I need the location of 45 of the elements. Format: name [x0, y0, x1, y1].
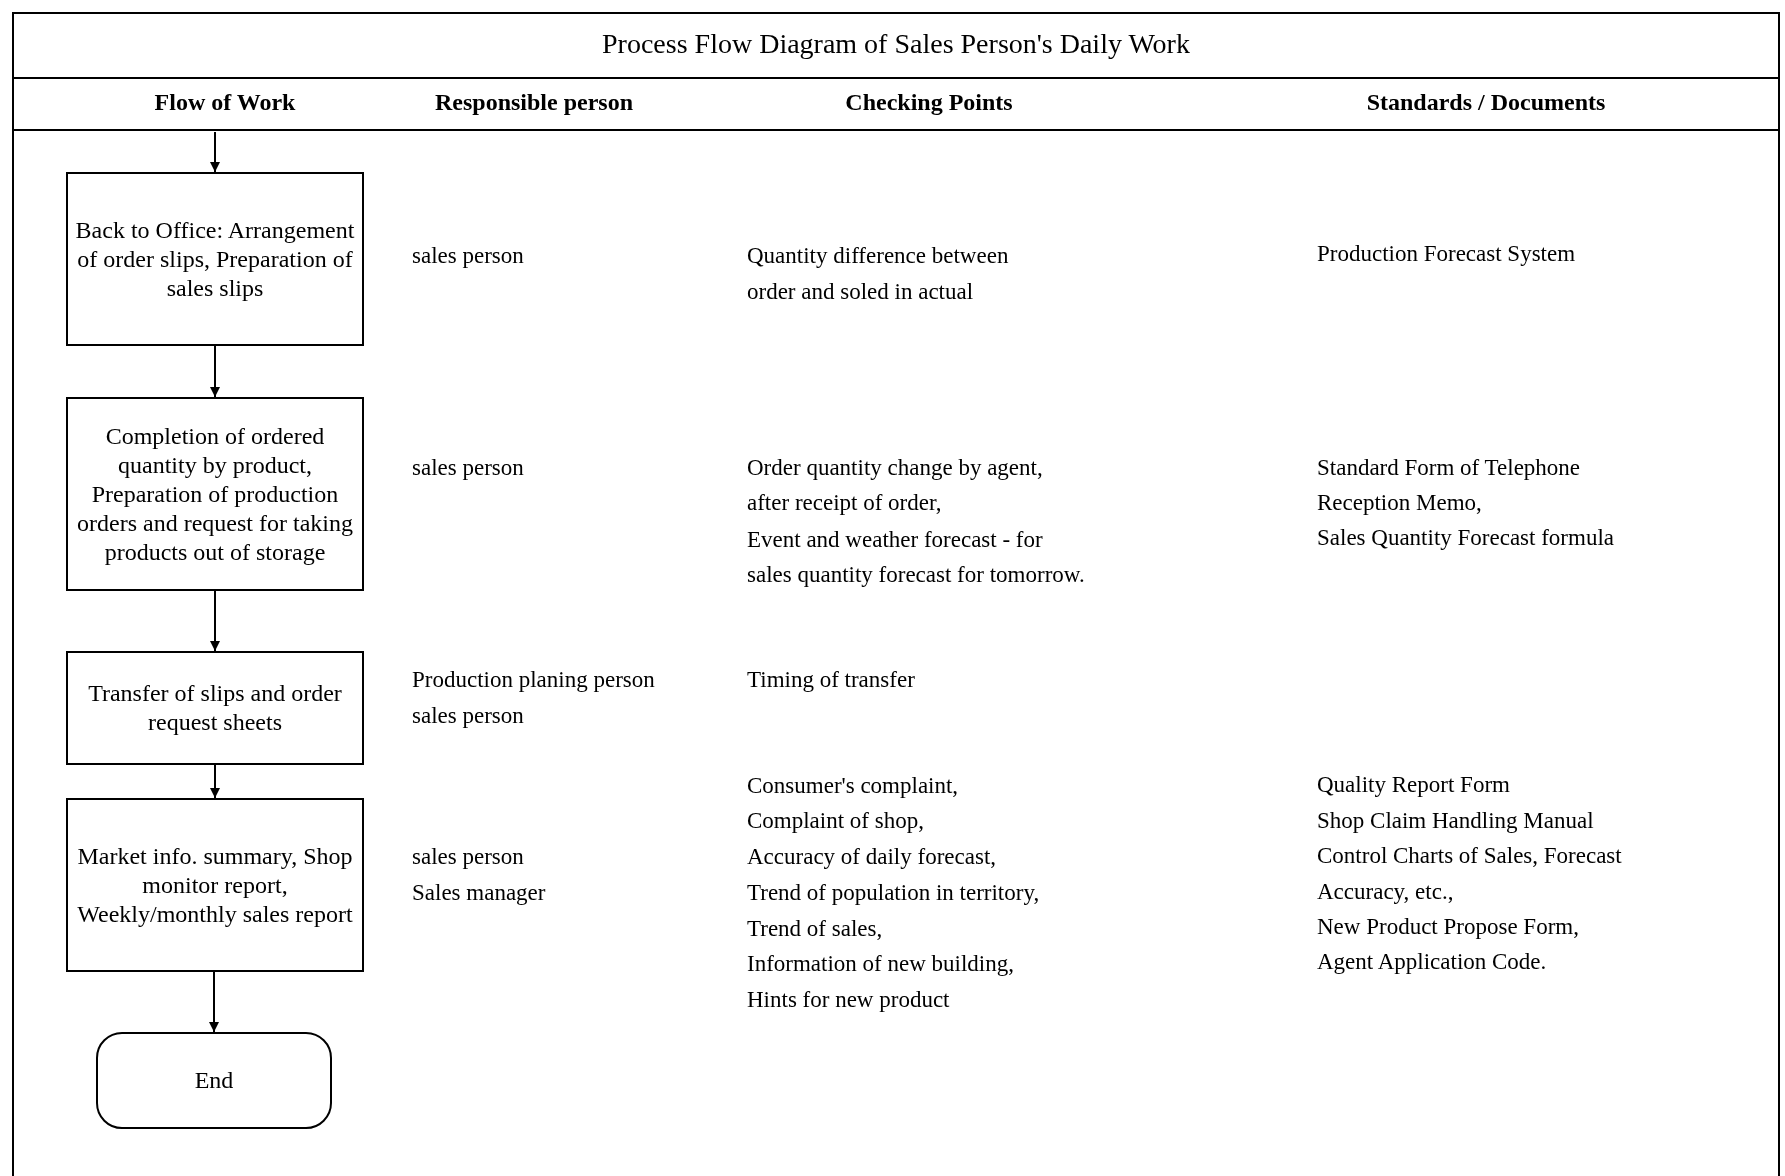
terminal-box: End — [96, 1032, 332, 1129]
table-text: Trend of population in territory, — [747, 879, 1040, 907]
table-text: Quantity difference between — [747, 242, 1009, 270]
table-text: Event and weather forecast - for — [747, 526, 1043, 554]
table-text: New Product Propose Form, — [1317, 913, 1579, 941]
table-text: order and soled in actual — [747, 278, 974, 306]
table-text: Production planing person — [412, 666, 655, 694]
table-text: Control Charts of Sales, Forecast — [1317, 842, 1622, 870]
table-text: Trend of sales, — [747, 915, 883, 943]
column-header: Checking Points — [845, 88, 1013, 117]
table-text: Quality Report Form — [1317, 771, 1510, 799]
table-text: sales person — [412, 702, 524, 730]
table-text: Information of new building, — [747, 950, 1014, 978]
table-text: Complaint of shop, — [747, 807, 924, 835]
table-text: Order quantity change by agent, — [747, 454, 1043, 482]
arrow — [210, 345, 220, 398]
diagram-title: Process Flow Diagram of Sales Person's Daily Work — [601, 27, 1191, 61]
table-text: Timing of transfer — [747, 666, 915, 694]
table-text: Shop Claim Handling Manual — [1317, 807, 1594, 835]
table-text: sales person — [412, 454, 524, 482]
table-text: Accuracy of daily forecast, — [747, 843, 997, 871]
table-text: Consumer's complaint, — [747, 772, 959, 800]
arrow — [210, 131, 220, 173]
table-text: Hints for new product — [747, 986, 950, 1014]
process-box: Completion of ordered quantity by product, Preparation of production orders and request for taking products out of storage — [66, 397, 364, 591]
table-text: sales person — [412, 843, 524, 871]
table-text: sales person — [412, 242, 524, 270]
table-text: after receipt of order, — [747, 489, 942, 517]
table-text: Sales manager — [412, 879, 546, 907]
table-text: sales quantity forecast for tomorrow. — [747, 561, 1085, 589]
arrow — [209, 971, 219, 1033]
column-header: Responsible person — [435, 88, 633, 117]
process-box: Market info. summary, Shop monitor report, Weekly/monthly sales report — [66, 798, 364, 972]
table-text: Production Forecast System — [1317, 240, 1576, 268]
arrow — [210, 764, 220, 799]
table-text: Sales Quantity Forecast formula — [1317, 524, 1614, 552]
arrow — [210, 590, 220, 652]
table-text: Agent Application Code. — [1317, 948, 1547, 976]
column-header: Standards / Documents — [1366, 88, 1606, 117]
column-header: Flow of Work — [154, 88, 296, 117]
table-text: Accuracy, etc., — [1317, 878, 1454, 906]
process-box: Transfer of slips and order request sheets — [66, 651, 364, 765]
table-text: Reception Memo, — [1317, 489, 1482, 517]
table-text: Standard Form of Telephone — [1317, 454, 1581, 482]
process-box: Back to Office: Arrangement of order slips, Preparation of sales slips — [66, 172, 364, 346]
